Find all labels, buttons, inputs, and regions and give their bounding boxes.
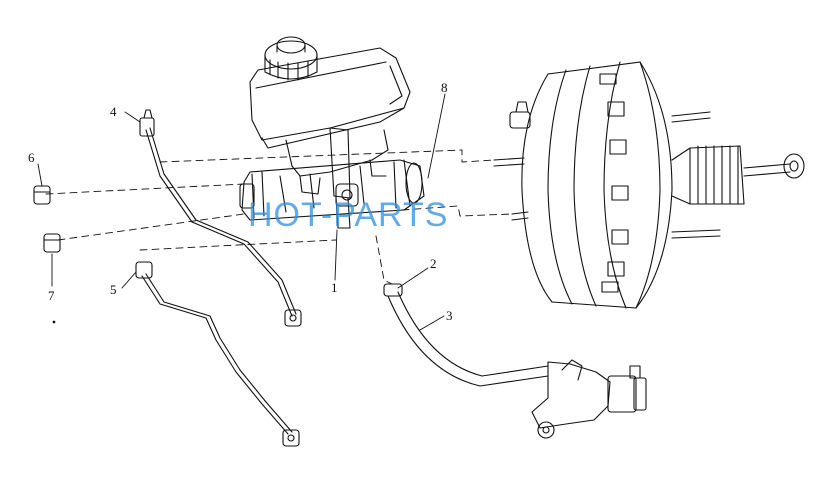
callout-3: 3 <box>446 308 453 323</box>
plug-6 <box>33 185 51 205</box>
vacuum-sensor-valve <box>531 359 647 439</box>
callout-7: 7 <box>48 288 55 303</box>
vacuum-brake-booster <box>493 61 805 309</box>
assembly-guide-lines <box>45 149 513 285</box>
callout-2: 2 <box>430 256 437 271</box>
watermark-text: HOT-PARTS <box>248 196 449 234</box>
master-cylinder-body <box>239 127 425 229</box>
callout-leaders <box>37 93 446 331</box>
callout-5: 5 <box>110 282 117 297</box>
brake-pipe-4 <box>139 109 302 327</box>
brake-fluid-reservoir <box>249 36 411 149</box>
callout-1: 1 <box>331 280 338 295</box>
brake-pipe-5 <box>135 261 300 447</box>
callout-8: 8 <box>441 80 448 95</box>
plug-7 <box>43 233 61 253</box>
vacuum-hose-3 <box>383 283 549 387</box>
stray-dot <box>52 320 56 324</box>
callout-4: 4 <box>110 104 117 119</box>
hose-clamp-2 <box>383 283 403 297</box>
callout-6: 6 <box>28 150 35 165</box>
